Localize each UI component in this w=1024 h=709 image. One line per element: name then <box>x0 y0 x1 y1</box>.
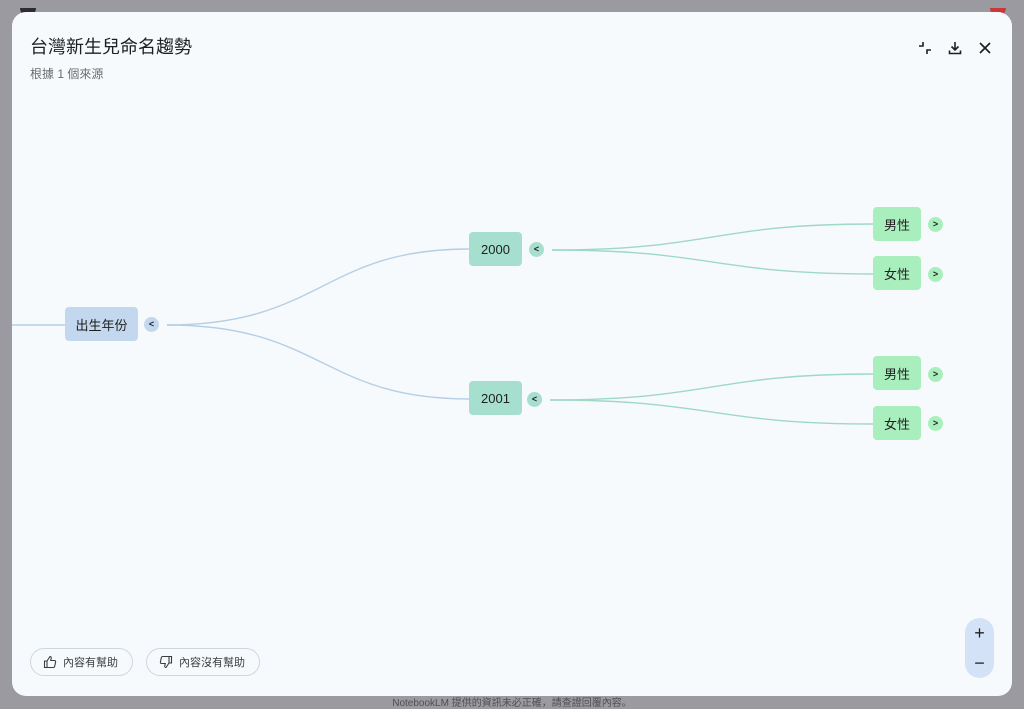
node-2001-male[interactable]: 男性 <box>873 356 921 390</box>
download-button[interactable] <box>943 36 967 60</box>
download-icon <box>948 42 962 55</box>
unhelpful-feedback-label: 內容沒有幫助 <box>179 657 245 669</box>
node-2001-female[interactable]: 女性 <box>873 406 921 440</box>
collapse-icon <box>919 42 931 54</box>
helpful-feedback-label: 內容有幫助 <box>63 657 118 669</box>
zoom-controls: + − <box>965 618 994 678</box>
node-birth-year[interactable]: 出生年份 <box>65 307 138 341</box>
thumbs-up-icon <box>43 655 57 669</box>
expand-toggle-2001-male[interactable]: > <box>928 367 943 382</box>
zoom-out-button[interactable]: − <box>974 652 985 673</box>
edge-2001-female <box>549 399 874 425</box>
helpful-feedback-button[interactable]: 內容有幫助 <box>30 648 133 676</box>
zoom-in-button[interactable]: + <box>974 622 985 643</box>
thumbs-down-icon <box>159 655 173 669</box>
expand-toggle-2000-male[interactable]: > <box>928 217 943 232</box>
dialog-title: 台灣新生兒命名趨勢 <box>30 37 192 57</box>
collapse-toggle-birth-year[interactable]: < <box>144 317 159 332</box>
collapse-button[interactable] <box>913 36 937 60</box>
dialog-subtitle: 根據 1 個來源 <box>30 67 104 81</box>
edge-2000-male <box>551 223 874 251</box>
mindmap-dialog: 台灣新生兒命名趨勢 根據 1 個來源 <box>12 12 1012 696</box>
node-year-2001[interactable]: 2001 <box>469 381 522 415</box>
edge-root-2000 <box>166 248 470 326</box>
unhelpful-feedback-button[interactable]: 內容沒有幫助 <box>146 648 260 676</box>
node-year-2000[interactable]: 2000 <box>469 232 522 266</box>
close-button[interactable] <box>973 36 997 60</box>
edge-2000-female <box>551 249 874 275</box>
edge-2001-male <box>549 373 874 401</box>
expand-toggle-2000-female[interactable]: > <box>928 267 943 282</box>
collapse-toggle-2001[interactable]: < <box>527 392 542 407</box>
node-2000-female[interactable]: 女性 <box>873 256 921 290</box>
edge-root-2001 <box>166 324 470 400</box>
node-2000-male[interactable]: 男性 <box>873 207 921 241</box>
close-icon <box>979 42 991 54</box>
expand-toggle-2001-female[interactable]: > <box>928 416 943 431</box>
footer-disclaimer: NotebookLM 提供的資訊未必正確，請查證回覆內容。 <box>392 698 632 709</box>
mindmap-connectors <box>12 223 874 425</box>
collapse-toggle-2000[interactable]: < <box>529 242 544 257</box>
